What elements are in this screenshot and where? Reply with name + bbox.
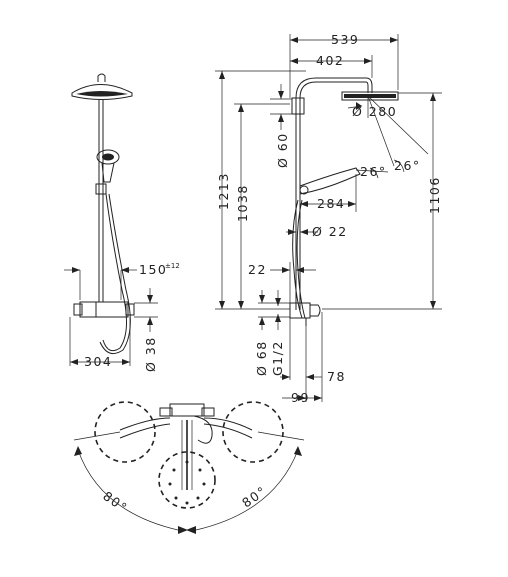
- front-view: [64, 73, 158, 366]
- dim-60: Ø 60: [275, 132, 290, 168]
- dim-26-left: 26°: [360, 164, 387, 179]
- dim-150-tolerance: ±12: [165, 262, 180, 270]
- dim-1038: 1038: [235, 184, 250, 222]
- dim-539: 539: [331, 32, 359, 47]
- top-view: [73, 401, 305, 534]
- dim-284: 284: [317, 196, 345, 211]
- side-view: [215, 34, 442, 402]
- dim-1106: 1106: [427, 176, 442, 214]
- dim-1213: 1213: [216, 172, 231, 210]
- dim-38: Ø 38: [143, 336, 158, 372]
- dim-22: 22: [248, 262, 267, 277]
- dim-78: 78: [327, 369, 346, 384]
- dim-150: 150: [139, 262, 167, 277]
- dim-402: 402: [316, 53, 344, 68]
- dim-22-dia: Ø 22: [312, 224, 348, 239]
- dim-68: Ø 68: [254, 340, 269, 376]
- dim-80-right: 80°: [239, 483, 269, 511]
- dim-26-right: 26°: [394, 158, 421, 173]
- dim-280: Ø 280: [352, 104, 397, 119]
- dim-80-left: 80°: [100, 488, 130, 516]
- dim-99: 99: [291, 390, 310, 405]
- dim-g12: G1/2: [270, 340, 285, 376]
- dim-304: 304: [84, 354, 112, 369]
